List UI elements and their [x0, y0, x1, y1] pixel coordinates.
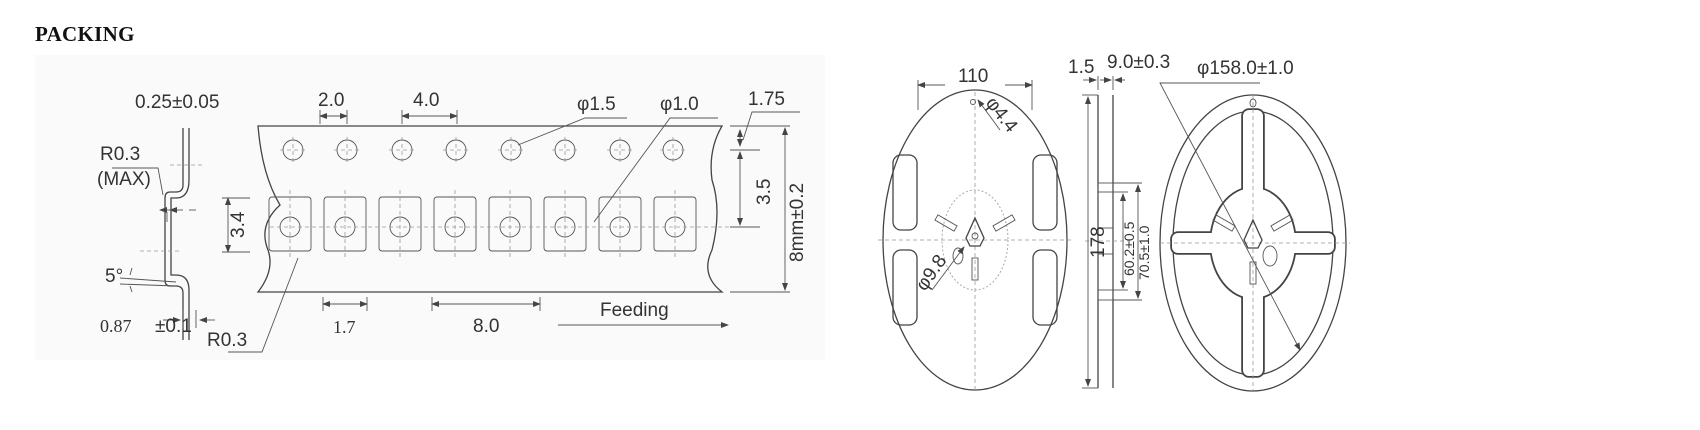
- hub-inner-label: 60.2±0.5: [1121, 221, 1137, 276]
- pocket-hole-label: φ1.0: [660, 94, 699, 115]
- carrier-tape: [256, 125, 740, 293]
- lead-thickness-label: 0.25±0.05: [135, 92, 219, 113]
- section-title: PACKING: [35, 22, 135, 46]
- pocket-width-label: 1.7: [333, 317, 356, 337]
- inner-width-label: 9.0±0.3: [1107, 52, 1170, 73]
- lead-radius-note: (MAX): [97, 169, 151, 190]
- pocket-pitch-label: 8.0: [473, 316, 499, 337]
- tape-dimensions: 2.0 4.0 φ1.5 φ1.0 1.75 3.5 8mm±0.2 3.4 1…: [207, 89, 808, 353]
- lead-angle-label: 5°: [105, 266, 123, 287]
- sprocket-pitch-label: 4.0: [413, 90, 439, 111]
- reel-diameter-label: 178: [1088, 226, 1109, 258]
- lead-profile: 0.25±0.05 R0.3 (MAX) 5° 0.87 ±0.1: [97, 92, 219, 340]
- arbor-hole-label: φ9.8: [912, 251, 951, 295]
- reel-back-view: φ158.0±1.0: [1159, 58, 1350, 392]
- lead-radius-label: R0.3: [100, 144, 140, 165]
- pocket-hole: [499, 216, 521, 238]
- flange-thickness-label: 1.5: [1068, 57, 1094, 78]
- lead-width-label: 0.87: [100, 316, 132, 336]
- small-hole-label: φ4.4: [981, 93, 1022, 137]
- sprocket-half-pitch-label: 2.0: [318, 90, 344, 111]
- sprocket-hole-label: φ1.5: [577, 94, 616, 115]
- pocket-length-label: 3.4: [228, 211, 249, 238]
- reel-front-view: 110 φ4.4 φ9.8: [878, 66, 1072, 391]
- lead-width-tolerance: ±0.1: [155, 316, 192, 337]
- reel-side-view: 178 60.2±0.5 70.5±1.0 1.5 9.0±0.3: [1068, 52, 1170, 389]
- hub-outer-label: 70.5±1.0: [1136, 225, 1152, 280]
- edge-offset-label: 1.75: [748, 89, 785, 110]
- reel-back-diameter-label: φ158.0±1.0: [1197, 58, 1294, 79]
- reel-hub-span-label: 110: [958, 66, 988, 87]
- pocket-offset-label: 3.5: [754, 179, 775, 205]
- tape-width-label: 8mm±0.2: [787, 183, 808, 262]
- corner-radius-label: R0.3: [207, 330, 247, 351]
- feeding-label: Feeding: [600, 300, 669, 321]
